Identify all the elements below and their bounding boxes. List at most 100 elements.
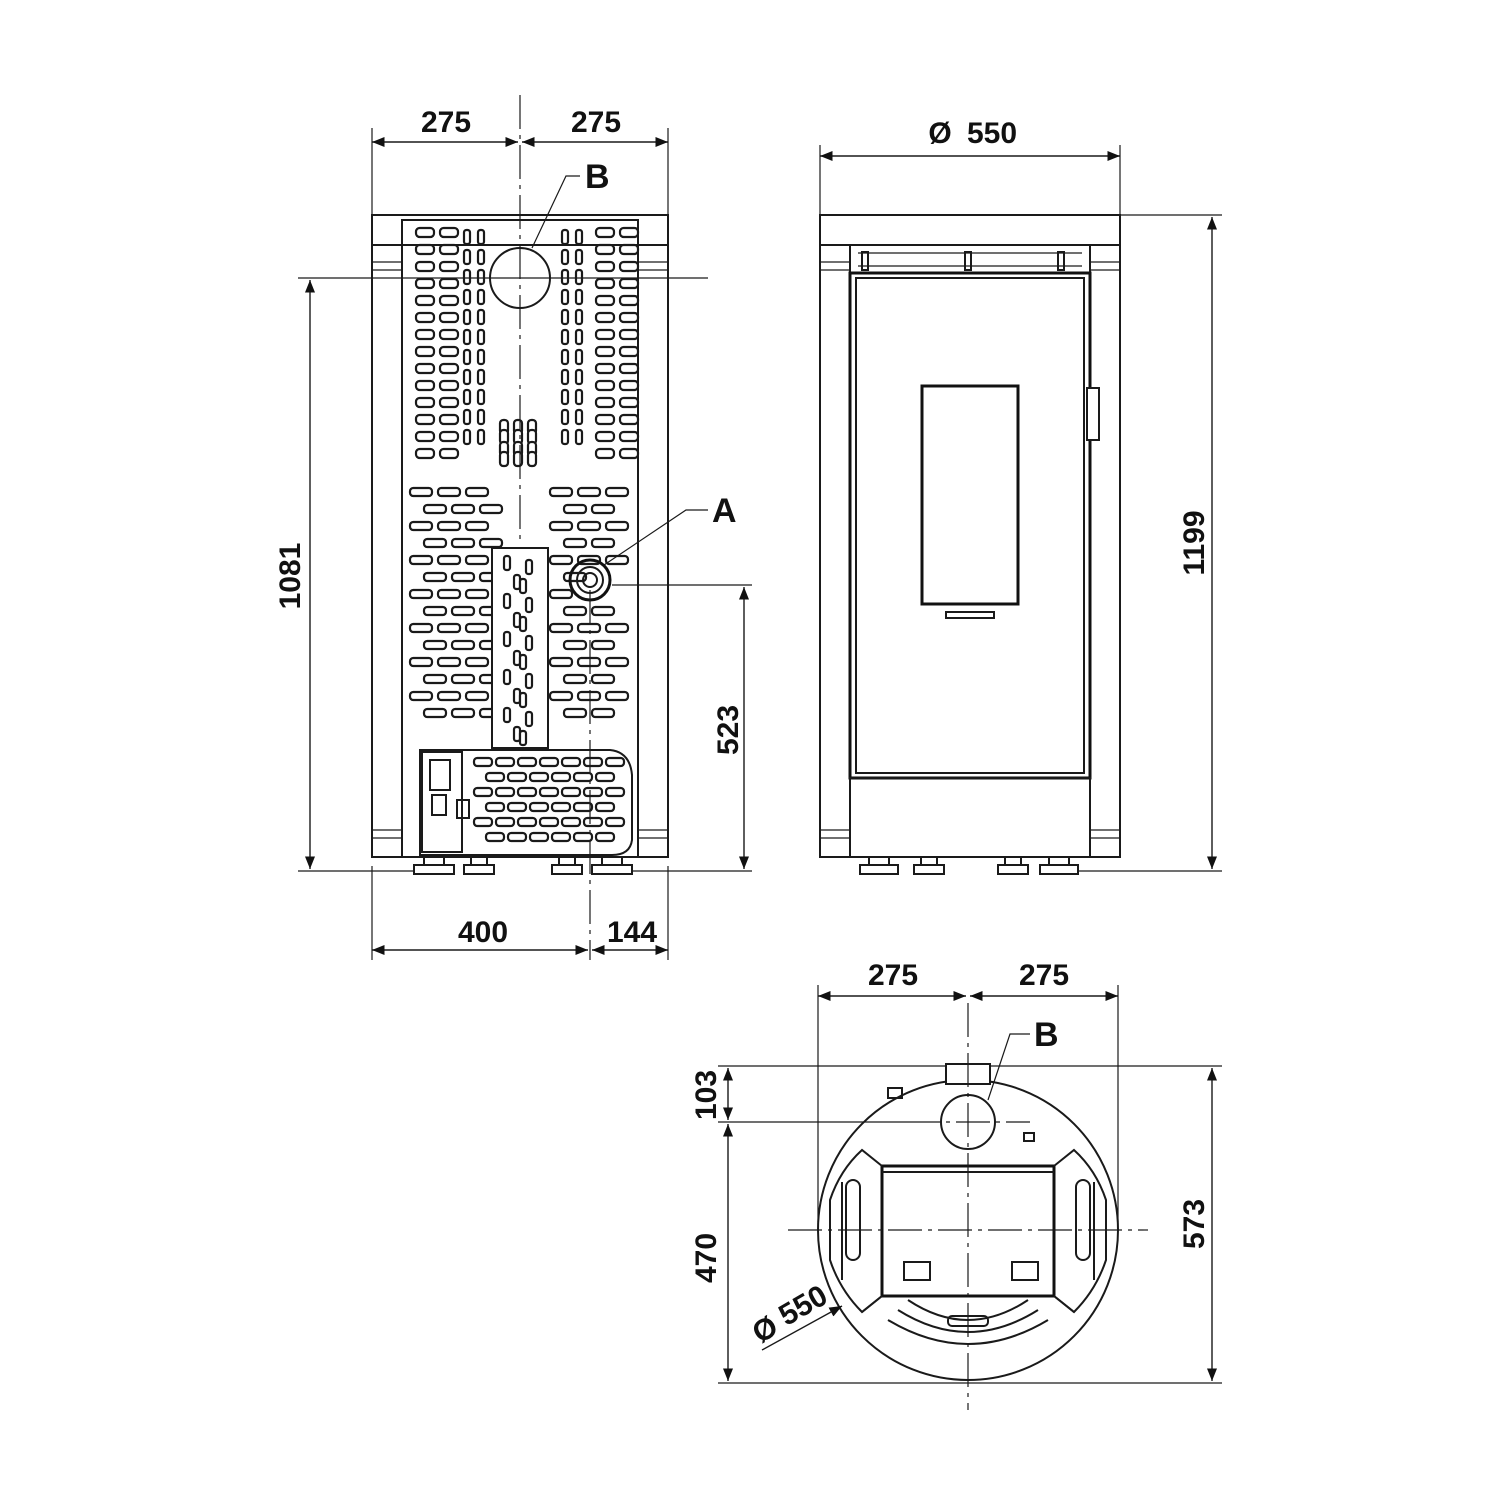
dim-back-bottom-right: 144 [607,916,657,949]
vent-slot [594,379,616,392]
vent-slot [604,554,630,566]
vent-slot [436,520,462,532]
vent-slot [414,311,436,324]
vent-slot [438,430,460,443]
vent-slot [594,430,616,443]
vent-slot [594,771,616,783]
dim-plan-diameter: 550 [773,1279,833,1333]
vent-slot [604,690,630,702]
vent-slot [438,243,460,256]
vent-slot [604,622,630,634]
vent-slot [550,831,572,843]
vent-slot [594,396,616,409]
vent-slot [594,447,616,460]
vent-slot [590,639,616,651]
vent-slot [438,396,460,409]
vent-slot [502,592,512,610]
vent-slot [450,571,476,583]
vent-slot [560,816,582,828]
vent-slot [576,690,602,702]
vent-slot [590,605,616,617]
vent-slot [574,308,584,326]
vent-slot [604,486,630,498]
vent-slot [494,756,516,768]
vent-slot [618,447,640,460]
vent-slot [550,771,572,783]
vent-slot [464,486,490,498]
vent-slot [436,554,462,566]
vent-slot [618,413,640,426]
vent-slot [494,816,516,828]
vent-slot [582,786,604,798]
vent-slot [472,786,494,798]
label-air-inlet: A [712,492,737,530]
vent-slot [560,268,570,286]
vent-slot [422,571,448,583]
vent-slot [604,520,630,532]
vent-slot [618,345,640,358]
vent-slot [462,228,472,246]
vent-slot [560,348,570,366]
vent-slot [438,345,460,358]
vent-slot [506,801,528,813]
vent-slot [618,294,640,307]
vent-slot [594,243,616,256]
vent-slot [476,388,486,406]
vent-slot [436,690,462,702]
vent-slot [594,362,616,375]
vent-slot [548,690,574,702]
vent-slot [498,450,510,468]
vent-slot [594,294,616,307]
vent-slot [438,328,460,341]
vent-slot [462,348,472,366]
vent-slot [562,673,588,685]
vent-slot [618,277,640,290]
vent-slot [594,260,616,273]
vent-slot [574,268,584,286]
vent-slot [462,268,472,286]
vent-slot [582,756,604,768]
vent-slot [594,831,616,843]
vent-slot [450,639,476,651]
vent-slot [526,450,538,468]
vent-slot [518,615,528,633]
vent-slot [594,311,616,324]
vent-slot [478,503,504,515]
vent-slot [560,248,570,266]
vent-slot [476,248,486,266]
dim-back-bottom-left: 400 [458,916,508,949]
vent-slot [436,486,462,498]
vent-slot [538,816,560,828]
vent-slot [548,554,574,566]
vent-slot [438,311,460,324]
label-flue-outlet-plan: B [1034,1016,1059,1054]
vent-slot [462,368,472,386]
vent-slot [550,801,572,813]
plan-diameter-symbol: Ø [747,1310,784,1350]
vent-slot [576,520,602,532]
vent-slot [548,622,574,634]
dim-back-height-air: 523 [712,705,745,755]
vent-slot [414,379,436,392]
vent-slot [450,605,476,617]
vent-slot [604,816,626,828]
vent-slot [464,520,490,532]
vent-slot [574,408,584,426]
vent-slot [422,707,448,719]
vent-slot [414,243,436,256]
vent-slot [560,308,570,326]
vent-slot [604,786,626,798]
vent-slot [524,558,534,576]
vent-slot [618,362,640,375]
dim-back-top-right: 275 [571,106,621,139]
vent-slot [560,786,582,798]
vent-slot [590,673,616,685]
vent-slot [524,710,534,728]
vent-slot [618,430,640,443]
vent-slot [450,707,476,719]
back-view: 275 275 1081 523 400 144 B A [274,95,752,960]
vent-slot [438,294,460,307]
vent-slot [438,413,460,426]
vent-slot [594,345,616,358]
vent-slot [478,537,504,549]
